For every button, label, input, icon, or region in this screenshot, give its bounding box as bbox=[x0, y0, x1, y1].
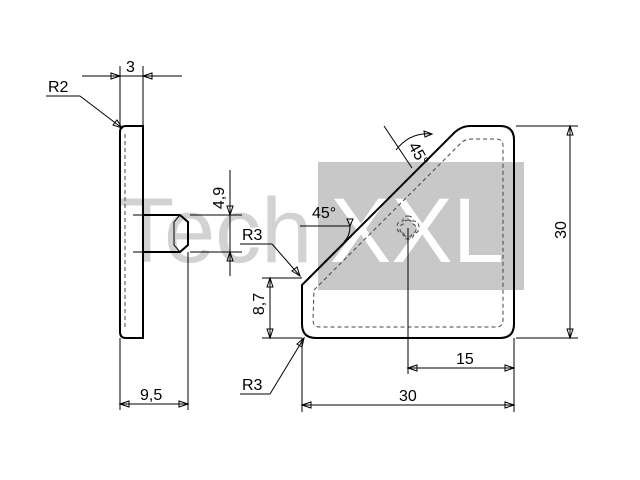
side-view-plate bbox=[119, 125, 144, 339]
side-view: 3 R2 4,9 9,5 bbox=[46, 59, 242, 410]
front-view: 30 15 30 8,7 R3 R3 45° bbox=[240, 124, 578, 412]
dim-r3-bottom-label: R3 bbox=[242, 377, 263, 394]
dim-pin-height-label: 4,9 bbox=[211, 187, 228, 209]
dim-r2-label: R2 bbox=[48, 79, 69, 96]
dim-width-label: 30 bbox=[399, 388, 417, 405]
dim-left-height-label: 8,7 bbox=[251, 293, 268, 315]
front-view-outline bbox=[301, 125, 515, 339]
front-view-inner-border bbox=[312, 138, 504, 328]
side-view-pin-slot bbox=[173, 214, 181, 253]
watermark: Tech XXL bbox=[118, 162, 524, 290]
dim-r3-top-label: R3 bbox=[242, 227, 263, 244]
watermark-panel bbox=[318, 162, 524, 290]
dim-angle-inner-label: 45° bbox=[312, 205, 336, 222]
dim-height-label: 30 bbox=[553, 221, 570, 239]
dim-depth-label: 9,5 bbox=[140, 387, 162, 404]
watermark-text-xxl: XXL bbox=[330, 180, 504, 282]
dim-center-offset-label: 15 bbox=[456, 351, 474, 368]
watermark-text-tech: Tech bbox=[118, 180, 312, 282]
side-view-pin bbox=[143, 214, 189, 253]
dim-thickness-label: 3 bbox=[126, 59, 135, 76]
